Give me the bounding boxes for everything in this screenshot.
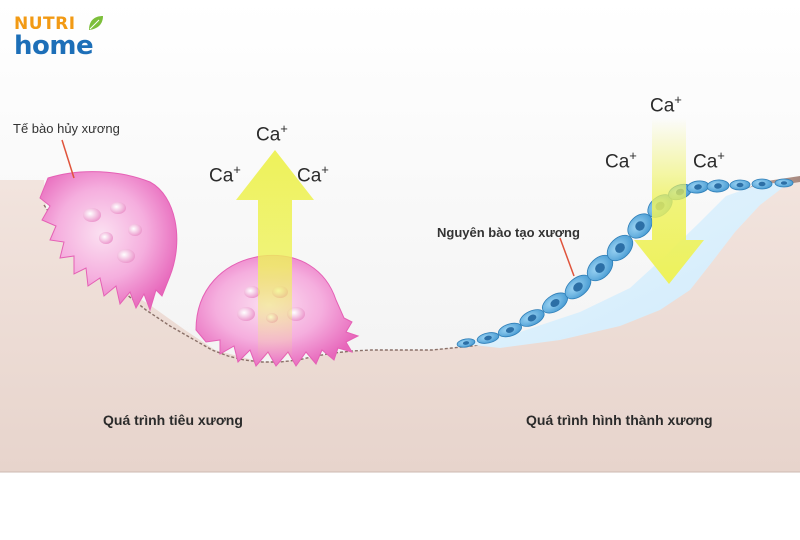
calcium-deposit-arrow (634, 118, 704, 284)
osteoblast-nucleus (527, 314, 537, 322)
osteoblast-nucleus (758, 181, 766, 187)
osteoblast-pointer-line (559, 237, 575, 277)
osteoblast-nucleus (505, 327, 515, 333)
osteoblast-nucleus (484, 335, 492, 341)
osteoclast-pointer-line (61, 139, 75, 179)
nutrihome-logo: NUTRI home (14, 14, 124, 64)
resorption-process-label: Quá trình tiêu xương (103, 412, 243, 428)
leaf-icon (89, 16, 103, 30)
calcium-ion-label: Ca+ (693, 148, 725, 173)
bone-matrix (465, 182, 790, 348)
osteoblast-nucleus (635, 221, 645, 231)
osteoblast-nucleus (714, 183, 722, 189)
calcium-ion-label: Ca+ (297, 162, 329, 187)
calcium-ion-label: Ca+ (650, 92, 682, 117)
calcium-ion-label: Ca+ (256, 121, 288, 146)
osteoblast-nucleus (595, 263, 605, 273)
calcium-ion-label: Ca+ (605, 148, 637, 173)
osteoblast-nucleus (573, 282, 583, 292)
osteoclast-label: Tế bào hủy xương (13, 121, 120, 136)
logo-text-top: NUTRI (14, 14, 76, 34)
osteoclast-cell-left (39, 171, 178, 312)
osteoblast-nucleus (550, 298, 560, 308)
osteoblast-label: Nguyên bào tạo xương (437, 225, 580, 240)
logo-text-bottom: home (14, 31, 94, 61)
osteoblast-nucleus (615, 243, 625, 253)
osteoblast-nucleus (736, 182, 744, 188)
osteoblast-nucleus (780, 181, 788, 185)
osteoblast-nucleus (462, 341, 470, 345)
formation-process-label: Quá trình hình thành xương (526, 412, 713, 428)
calcium-release-arrow (236, 150, 314, 360)
osteoblast-nucleus (694, 184, 702, 190)
bone-tissue (0, 176, 800, 535)
calcium-ion-label: Ca+ (209, 162, 241, 187)
